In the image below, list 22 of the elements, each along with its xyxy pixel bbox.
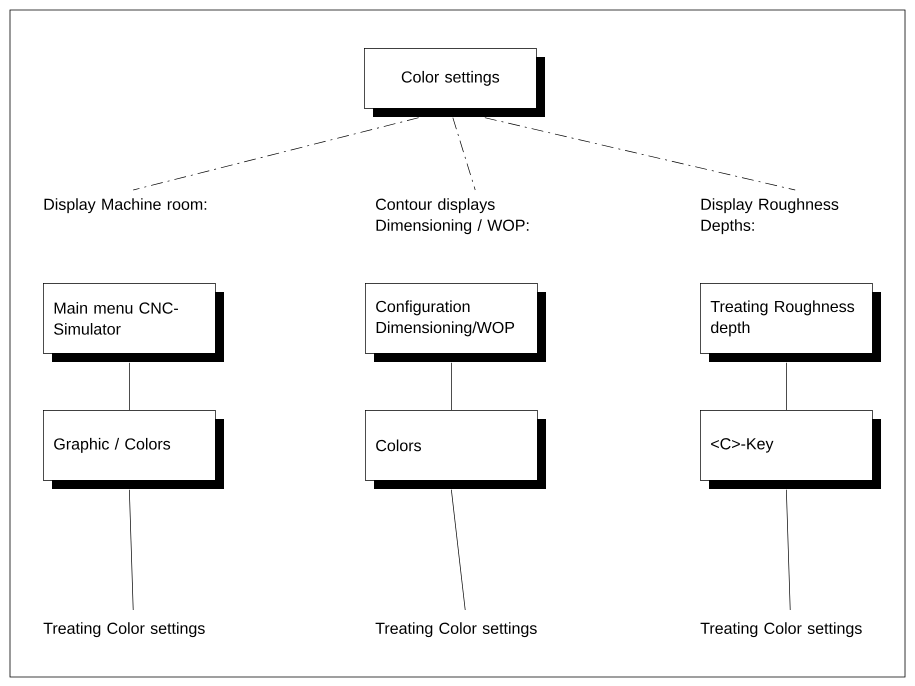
connector-line	[132, 117, 419, 190]
connector-line	[786, 489, 791, 610]
connector-line	[484, 117, 796, 190]
connector-line	[129, 489, 134, 610]
connector-line	[452, 117, 476, 190]
menu-box: Main menu CNC-Simulator	[43, 283, 224, 362]
menu-box: Colors	[365, 410, 546, 489]
menu-box: Configuration Dimensioning/WOP	[365, 283, 546, 362]
connector-line	[786, 362, 787, 410]
text-label: Display Roughness Depths:	[702, 198, 838, 234]
connector-line	[451, 362, 452, 410]
menu-box: <C>-Key	[700, 410, 881, 489]
connector-line	[451, 489, 466, 610]
text-label: Treating Color settings	[44, 622, 205, 638]
connector-line	[129, 362, 130, 410]
menu-box: Color settings	[364, 48, 545, 117]
text-label: Treating Color settings	[700, 622, 862, 638]
text-label: Treating Color settings	[376, 622, 537, 638]
text-label: Display Machine room:	[44, 198, 206, 214]
menu-box: Treating Roughness depth	[700, 283, 881, 362]
menu-box: Graphic / Colors	[43, 410, 224, 489]
text-label: Contour displays Dimensioning / WOP:	[376, 198, 528, 234]
